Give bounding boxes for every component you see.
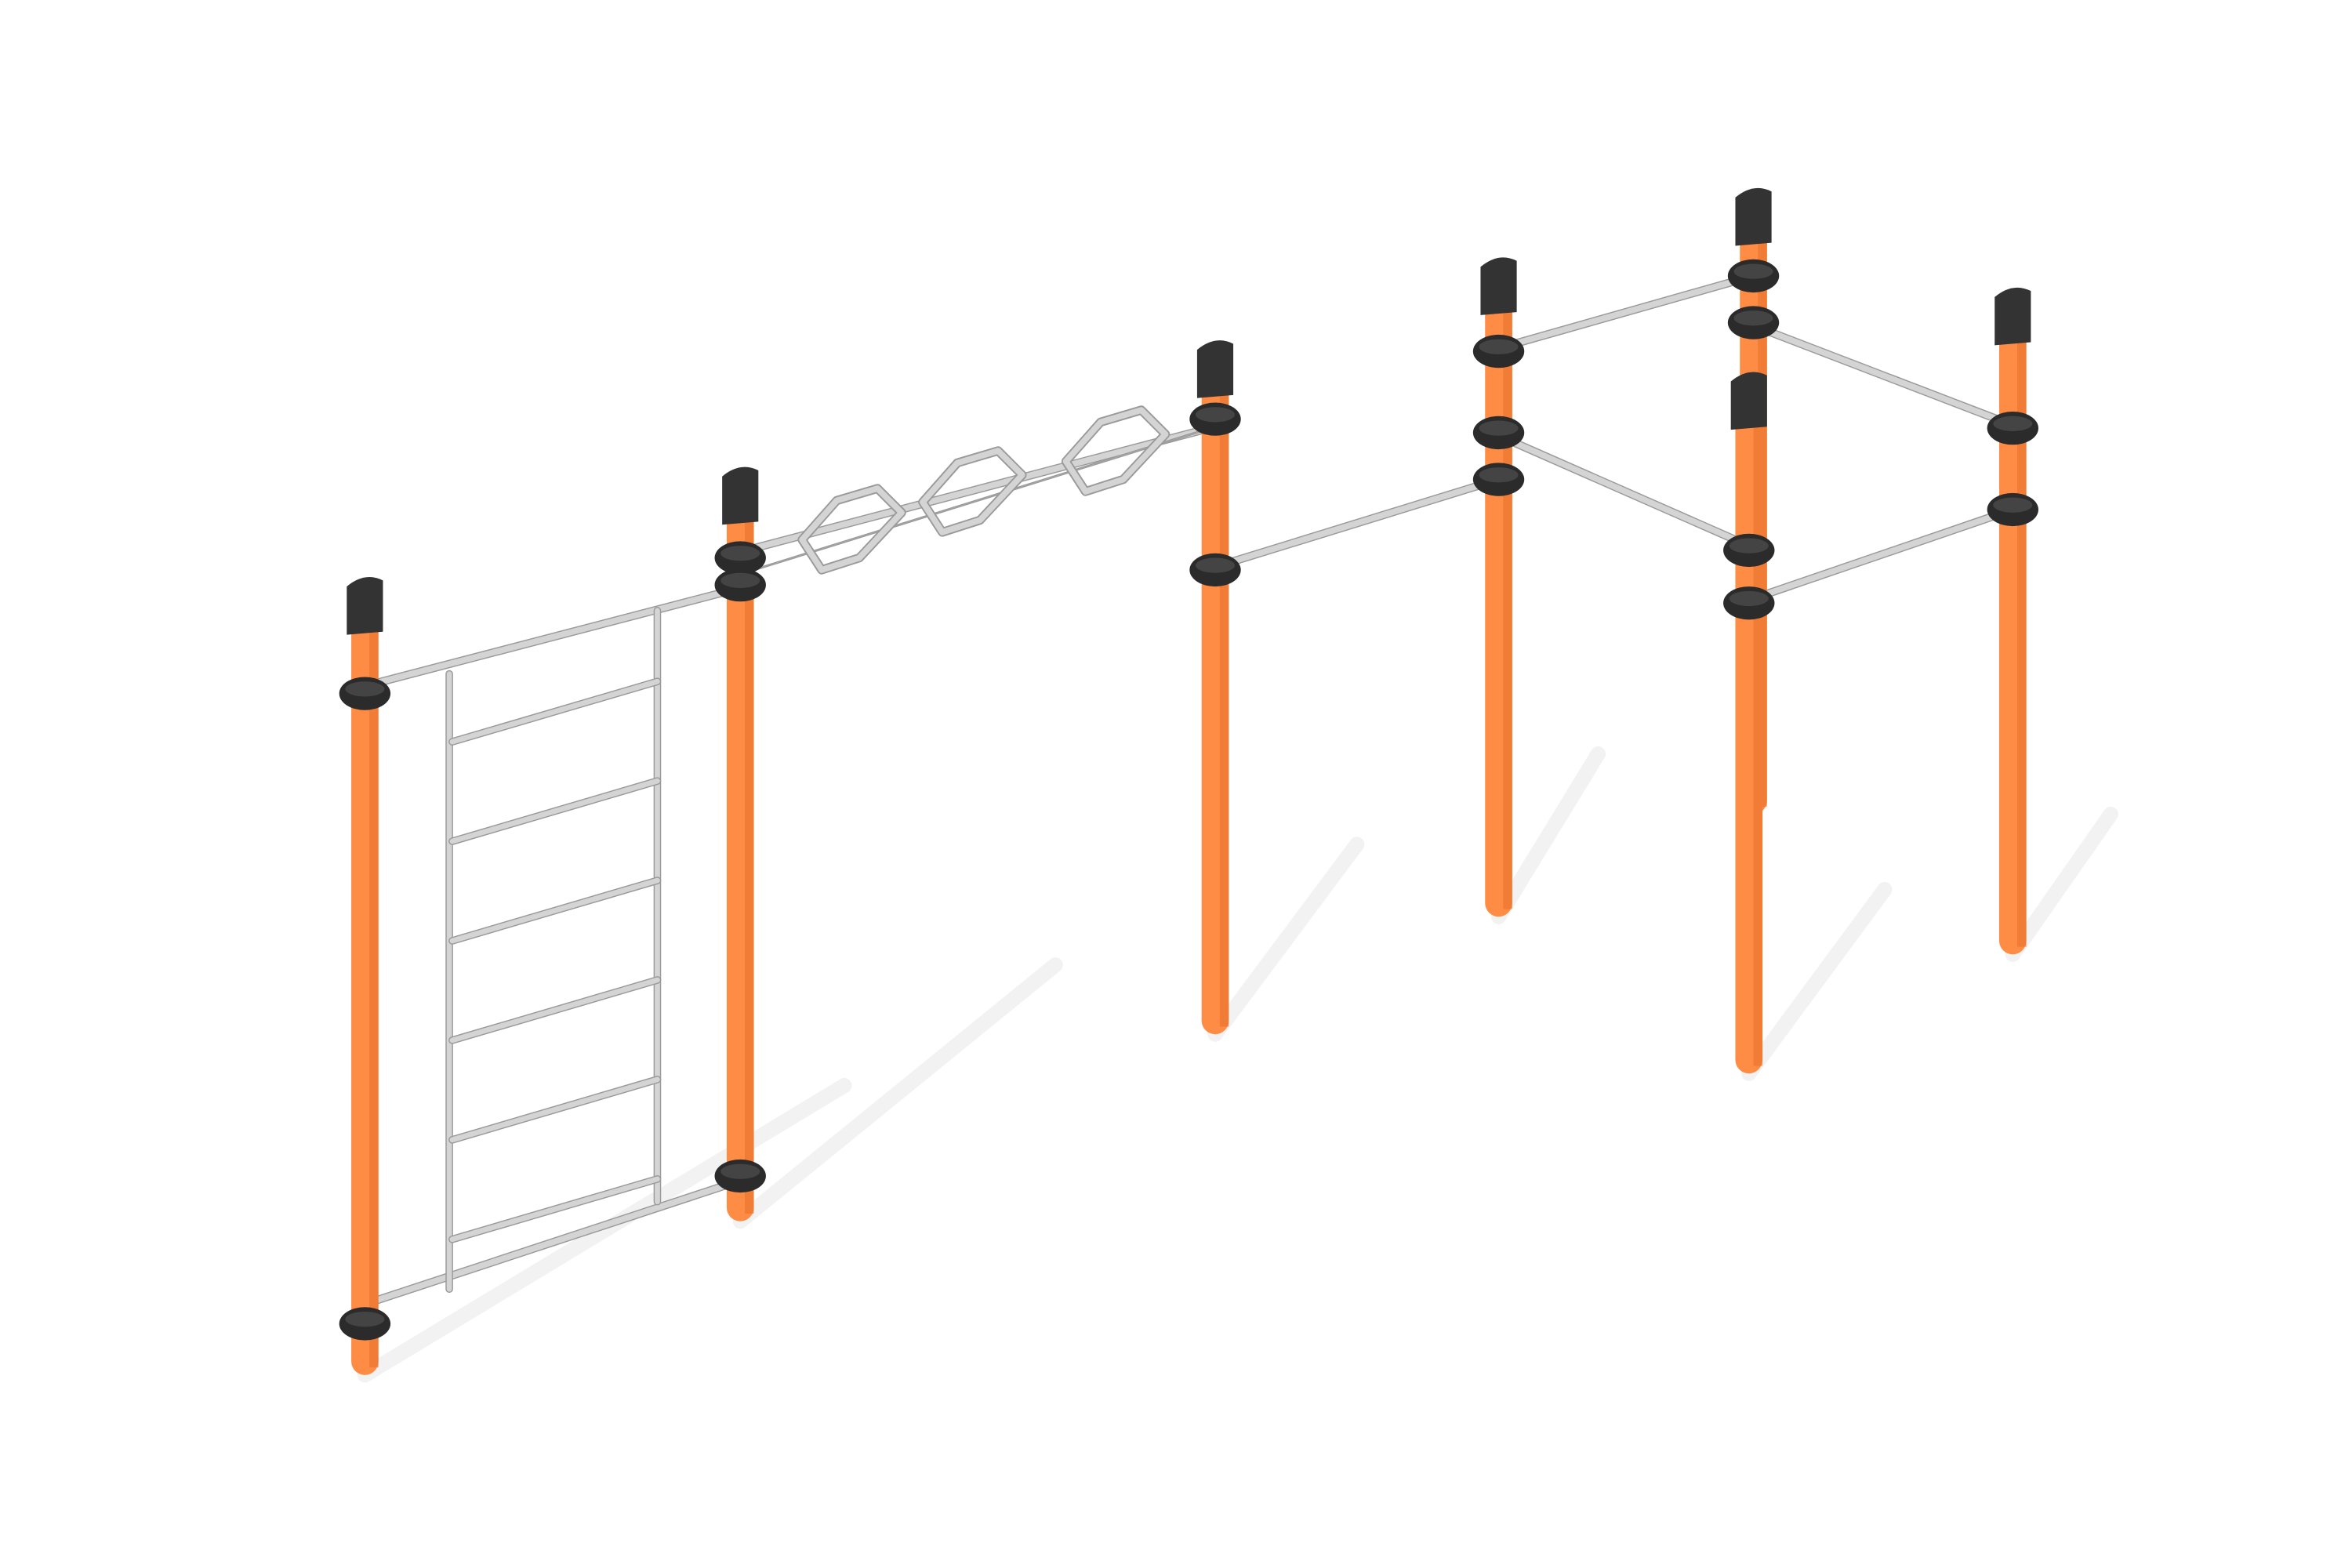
clamp-top — [720, 572, 760, 588]
pole-shade — [745, 508, 754, 1214]
pole-cap — [1196, 340, 1234, 398]
pole-shadow — [2005, 806, 2118, 962]
ring-loop — [1062, 407, 1169, 495]
clamp-top — [1479, 467, 1519, 483]
clamp-top — [1993, 497, 2033, 513]
pole-cap — [1735, 187, 1772, 246]
clamp-top — [1196, 407, 1235, 423]
steel-bars — [361, 271, 2017, 1308]
pole-cap — [1994, 287, 2031, 346]
steel-bar — [753, 426, 1216, 571]
pole-shadow — [1741, 882, 1893, 1081]
clamp-top — [1479, 339, 1519, 354]
steel-bar — [737, 423, 1218, 555]
steel-bar — [1495, 273, 1757, 352]
steel-bar — [1750, 322, 2016, 429]
pole-shade — [2017, 328, 2027, 947]
clamp-top — [720, 1163, 760, 1179]
steel-bar — [449, 678, 660, 745]
clamp-top — [1733, 310, 1773, 326]
pole-cap — [347, 577, 383, 635]
pole-shadow — [357, 1078, 852, 1383]
pole-cap — [1730, 372, 1767, 430]
steel-bar — [1212, 476, 1502, 570]
steel-bar — [449, 877, 660, 944]
steel-bar — [449, 977, 660, 1044]
steel-bar — [449, 778, 660, 844]
steel-bar — [1745, 506, 2016, 604]
ground-shadows — [357, 746, 2118, 1383]
clamp-top — [1196, 557, 1235, 573]
pole-shadow — [1490, 746, 1606, 924]
pole-shadow — [732, 957, 1063, 1229]
clamp-top — [720, 546, 760, 561]
steel-bar — [361, 1177, 744, 1308]
pole-shade — [369, 618, 379, 1368]
clamp-top — [345, 681, 385, 697]
clamp-top — [1729, 538, 1769, 554]
steel-bar — [361, 585, 744, 689]
clamp-top — [1993, 416, 2033, 431]
clamp-top — [345, 1312, 385, 1327]
pole-shadow — [1207, 837, 1365, 1042]
steel-bar — [449, 1176, 660, 1243]
pole-shade — [1753, 412, 1763, 1066]
orange-poles — [347, 187, 2031, 1375]
pole-shade — [1503, 298, 1512, 909]
ring-loop — [920, 448, 1025, 535]
steel-bar — [449, 1076, 660, 1143]
pole-shade — [1219, 381, 1229, 1027]
ring-loop — [799, 485, 905, 573]
steel-bar — [1495, 432, 1752, 549]
clamp-top — [1729, 590, 1769, 607]
clamp-top — [1733, 263, 1773, 279]
pole-cap — [722, 466, 759, 525]
clamp-top — [1479, 420, 1519, 436]
pole-clamps — [339, 259, 2038, 1341]
pole-cap — [1480, 257, 1517, 315]
